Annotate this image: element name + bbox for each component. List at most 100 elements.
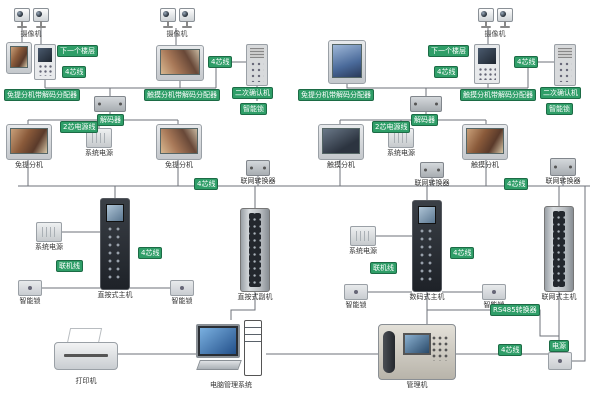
cable-label: 解码器 — [97, 114, 124, 127]
monitor-screen — [322, 128, 360, 154]
cable-label: 4芯线 — [498, 344, 523, 357]
doorphone-screen — [38, 48, 52, 63]
camera-stand — [17, 21, 27, 28]
camera-stand — [182, 21, 192, 28]
door-station — [34, 44, 56, 80]
indoor-monitor — [156, 45, 204, 81]
connection-line — [427, 309, 559, 337]
cable-label: 4芯线 — [62, 66, 87, 79]
monitor-screen — [10, 128, 48, 154]
system-power — [350, 226, 376, 246]
cable-label: 二次确认机 — [540, 87, 581, 100]
cable-label: 下一个楼层 — [428, 45, 469, 58]
device-label: 免提分机 — [165, 161, 193, 169]
station-buttons — [418, 227, 436, 285]
button-strip — [249, 213, 261, 287]
smart-lock — [482, 284, 506, 300]
camera-lens-icon — [497, 8, 513, 22]
phone-keypad — [431, 335, 449, 361]
indoor-monitor — [6, 124, 52, 160]
decoder-hub — [410, 96, 442, 112]
cable-label: 二次确认机 — [232, 87, 273, 100]
monitor-screen — [332, 44, 362, 78]
pc-monitor — [196, 324, 240, 358]
cable-label: 触摸分机带解码分配器 — [144, 89, 220, 102]
camera-label: 摄像机 — [20, 30, 42, 38]
cable-label: 免提分机带解码分配器 — [298, 89, 374, 102]
device-label: 智能锁 — [345, 301, 367, 309]
device-label: 系统电源 — [35, 243, 63, 251]
device-label: 智能锁 — [19, 297, 41, 305]
camera — [160, 8, 176, 28]
speaker-grille — [250, 48, 264, 58]
camera-stand — [36, 21, 46, 28]
network-converter — [420, 162, 444, 178]
camera-lens-icon — [478, 8, 494, 22]
cable-label: 4芯线 — [208, 56, 233, 69]
station-screen — [418, 206, 436, 224]
device-label: 联网转换器 — [545, 177, 581, 185]
monitor-screen — [160, 128, 198, 154]
cable-label: 智能锁 — [240, 103, 267, 116]
device-label: 触摸分机 — [471, 161, 499, 169]
station-screen — [106, 204, 124, 222]
network-converter — [246, 160, 270, 176]
camera-stand — [500, 21, 510, 28]
cable-label: 解码器 — [411, 114, 438, 127]
management-console — [378, 324, 456, 380]
monitor-screen — [10, 46, 28, 68]
doorphone-keypad — [38, 64, 52, 76]
camera — [33, 8, 49, 28]
speaker-grille — [558, 48, 572, 58]
cable-label: 免提分机带解码分配器 — [4, 89, 80, 102]
management-pc — [196, 320, 266, 380]
camera-lens-icon — [14, 8, 30, 22]
connection-line — [230, 292, 256, 320]
device-label: 直按式副机 — [237, 293, 273, 301]
device-label: 数码式主机 — [409, 293, 445, 301]
camera — [14, 8, 30, 28]
power-adapter — [548, 352, 572, 370]
cable-label: 电源 — [549, 340, 569, 353]
device-label: 打印机 — [75, 377, 97, 385]
cable-label: 4芯线 — [434, 66, 459, 79]
doorphone-keypad — [478, 66, 496, 80]
device-label: 联网转换器 — [240, 177, 276, 185]
device-label: 智能锁 — [171, 297, 193, 305]
entrance-panel — [412, 200, 442, 292]
cable-label: 智能锁 — [546, 103, 573, 116]
cable-label: 4芯线 — [138, 247, 163, 260]
camera-stand — [481, 21, 491, 28]
device-label: 系统电源 — [387, 149, 415, 157]
smart-lock — [344, 284, 368, 300]
cable-label: 4芯线 — [450, 247, 475, 260]
system-power — [36, 222, 62, 242]
monitor-screen — [466, 128, 504, 154]
cable-label: 4芯线 — [194, 178, 219, 191]
cable-label: 联机线 — [56, 260, 83, 273]
camera-label: 摄像机 — [166, 30, 188, 38]
device-label: 联网式主机 — [541, 293, 577, 301]
secondary-door-station — [246, 44, 268, 86]
handset-icon — [383, 331, 395, 373]
phone-screen — [403, 333, 431, 355]
cable-label: 下一个楼层 — [57, 45, 98, 58]
indoor-monitor — [318, 124, 364, 160]
device-label: 免提分机 — [15, 161, 43, 169]
door-station — [474, 44, 500, 84]
entrance-panel-column — [544, 206, 574, 292]
entrance-panel — [100, 198, 130, 290]
indoor-monitor — [6, 42, 32, 74]
device-label: 联网转换器 — [414, 179, 450, 187]
camera — [478, 8, 494, 28]
camera — [497, 8, 513, 28]
network-converter — [550, 158, 576, 176]
camera-stand — [163, 21, 173, 28]
cable-label: 2芯电源线 — [372, 121, 411, 134]
decoder-hub — [94, 96, 126, 112]
device-label: 管理机 — [406, 381, 428, 389]
cable-label: 联机线 — [370, 262, 397, 275]
pc-screen — [200, 328, 236, 354]
cable-label: 4芯线 — [514, 56, 539, 69]
